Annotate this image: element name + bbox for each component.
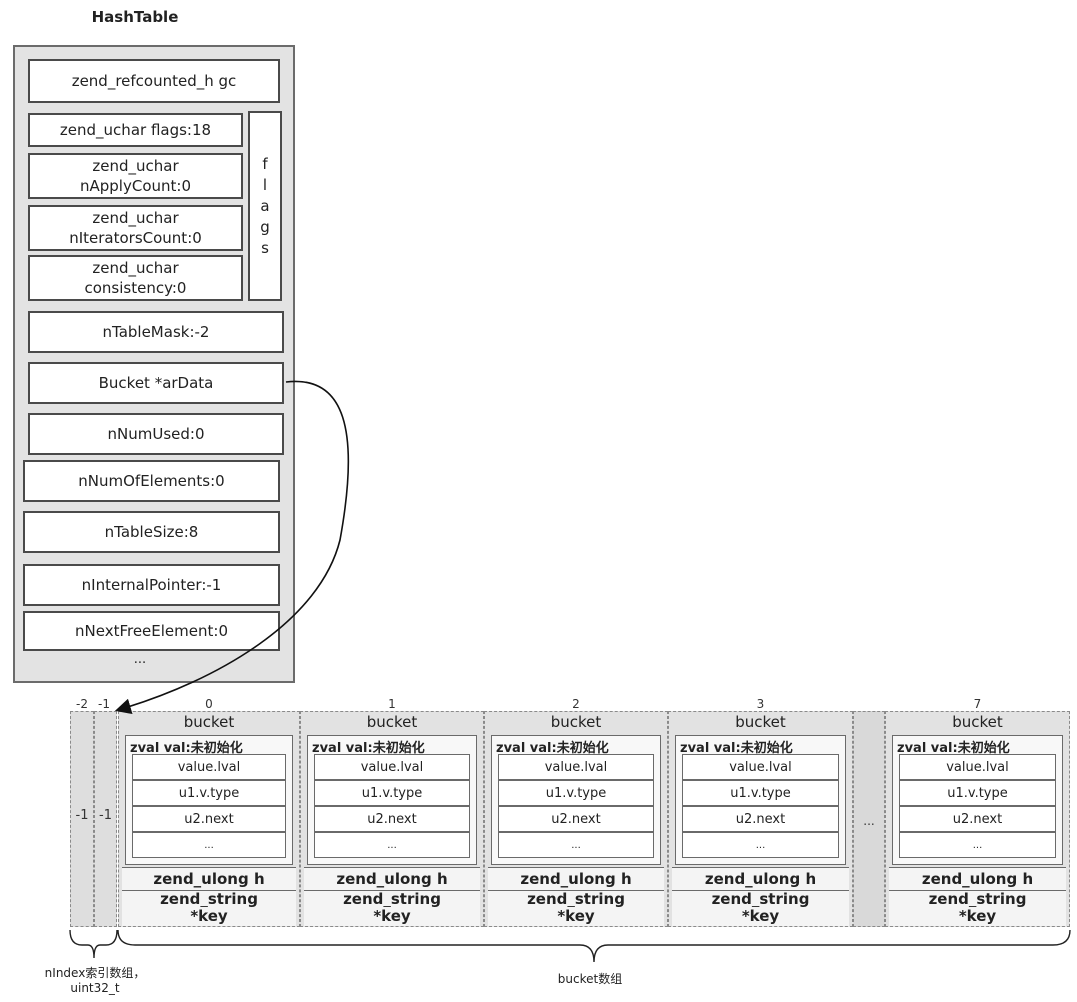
- index-label-neg1: -1: [98, 697, 110, 711]
- index-label-neg2: -2: [76, 697, 88, 711]
- bucket-key-pointer: *key: [488, 907, 664, 926]
- index-slot-neg2: [70, 711, 94, 927]
- field-ninternalpointer: nInternalPointer:-1: [23, 564, 280, 606]
- bucket-gap: [853, 711, 885, 927]
- bucket-key-field: zend_string: [672, 890, 849, 908]
- zval-more: ...: [132, 832, 286, 858]
- zval-more: ...: [899, 832, 1056, 858]
- bucket-index-label: 7: [973, 697, 982, 711]
- bucket-key-field: zend_string: [304, 890, 480, 908]
- bucket-hash-field: zend_ulong h: [488, 867, 664, 890]
- index-slot-neg1: [94, 711, 117, 927]
- zval-u1-type: u1.v.type: [314, 780, 470, 806]
- bucket-key-field: zend_string: [122, 890, 296, 908]
- field-nnumused: nNumUsed:0: [28, 413, 284, 455]
- index-array-caption: nIndex索引数组， uint32_t: [20, 966, 170, 1000]
- zval-u2-next: u2.next: [899, 806, 1056, 832]
- zval-value-lval: value.lval: [132, 754, 286, 780]
- bucket-hash-field: zend_ulong h: [122, 867, 296, 890]
- field-nnextfreeelement: nNextFreeElement:0: [23, 611, 280, 651]
- bucket-key-pointer: *key: [304, 907, 480, 926]
- field-gc: zend_refcounted_h gc: [28, 59, 280, 103]
- field-ardata: Bucket *arData: [28, 362, 284, 404]
- zval-value-lval: value.lval: [899, 754, 1056, 780]
- bucket-array-brace: [117, 929, 1071, 963]
- bucket-key-field: zend_string: [488, 890, 664, 908]
- bucket-title: bucket: [183, 713, 235, 731]
- bucket-title: bucket: [735, 713, 786, 731]
- bucket-title: bucket: [952, 713, 1003, 731]
- bucket-key-pointer: *key: [889, 907, 1066, 926]
- zval-u1-type: u1.v.type: [899, 780, 1056, 806]
- bucket-gap-ellipsis: ...: [863, 814, 875, 828]
- zval-more: ...: [314, 832, 470, 858]
- flags-letter: a: [260, 196, 270, 215]
- field-consistency: zend_uchar consistency:0: [28, 255, 243, 301]
- field-niteratorscount: zend_uchar nIteratorsCount:0: [28, 205, 243, 251]
- bucket-key-pointer: *key: [672, 907, 849, 926]
- zval-title: zval val:未初始化: [897, 741, 1010, 756]
- flags-letter: l: [262, 175, 268, 194]
- zval-u2-next: u2.next: [498, 806, 654, 832]
- index-array-caption-line2: uint32_t: [70, 981, 120, 995]
- bucket-title: bucket: [550, 713, 602, 731]
- bucket-hash-field: zend_ulong h: [672, 867, 849, 890]
- bucket-hash-field: zend_ulong h: [304, 867, 480, 890]
- bucket-array-caption: bucket数组: [557, 972, 623, 986]
- zval-u2-next: u2.next: [682, 806, 839, 832]
- zval-u2-next: u2.next: [132, 806, 286, 832]
- bucket-index-label: 0: [205, 697, 213, 711]
- zval-value-lval: value.lval: [682, 754, 839, 780]
- index-value-neg1: -1: [99, 808, 112, 823]
- flags-letter: f: [262, 154, 268, 173]
- zval-title: zval val:未初始化: [130, 741, 243, 756]
- zval-u2-next: u2.next: [314, 806, 470, 832]
- zval-title: zval val:未初始化: [312, 741, 425, 756]
- field-napplycount: zend_uchar nApplyCount:0: [28, 153, 243, 199]
- index-value-neg2: -1: [75, 808, 89, 823]
- hashtable-ellipsis: ...: [133, 652, 147, 667]
- field-ntablemask: nTableMask:-2: [28, 311, 284, 353]
- field-ntablesize: nTableSize:8: [23, 511, 280, 553]
- bucket-key-field: zend_string: [889, 890, 1066, 908]
- zval-u1-type: u1.v.type: [132, 780, 286, 806]
- zval-more: ...: [682, 832, 839, 858]
- flags-letter: s: [261, 238, 269, 257]
- bucket-key-pointer: *key: [122, 907, 296, 926]
- zval-value-lval: value.lval: [498, 754, 654, 780]
- zval-value-lval: value.lval: [314, 754, 470, 780]
- zval-more: ...: [498, 832, 654, 858]
- bucket-hash-field: zend_ulong h: [889, 867, 1066, 890]
- zval-title: zval val:未初始化: [680, 741, 793, 756]
- index-array-caption-line1: nIndex索引数组，: [44, 966, 146, 980]
- field-nnumofelements: nNumOfElements:0: [23, 460, 280, 502]
- zval-title: zval val:未初始化: [496, 741, 609, 756]
- field-flags: zend_uchar flags:18: [28, 113, 243, 147]
- ardata-pointer-arrow: [114, 380, 350, 715]
- bucket-index-label: 3: [756, 697, 765, 711]
- flags-union-label: f l a g s: [248, 111, 282, 301]
- bucket-index-label: 2: [572, 697, 580, 711]
- zval-u1-type: u1.v.type: [682, 780, 839, 806]
- bucket-title: bucket: [366, 713, 418, 731]
- hashtable-title: HashTable: [91, 8, 179, 26]
- zval-u1-type: u1.v.type: [498, 780, 654, 806]
- index-array-brace: [69, 929, 118, 959]
- bucket-index-label: 1: [388, 697, 396, 711]
- flags-letter: g: [260, 217, 270, 236]
